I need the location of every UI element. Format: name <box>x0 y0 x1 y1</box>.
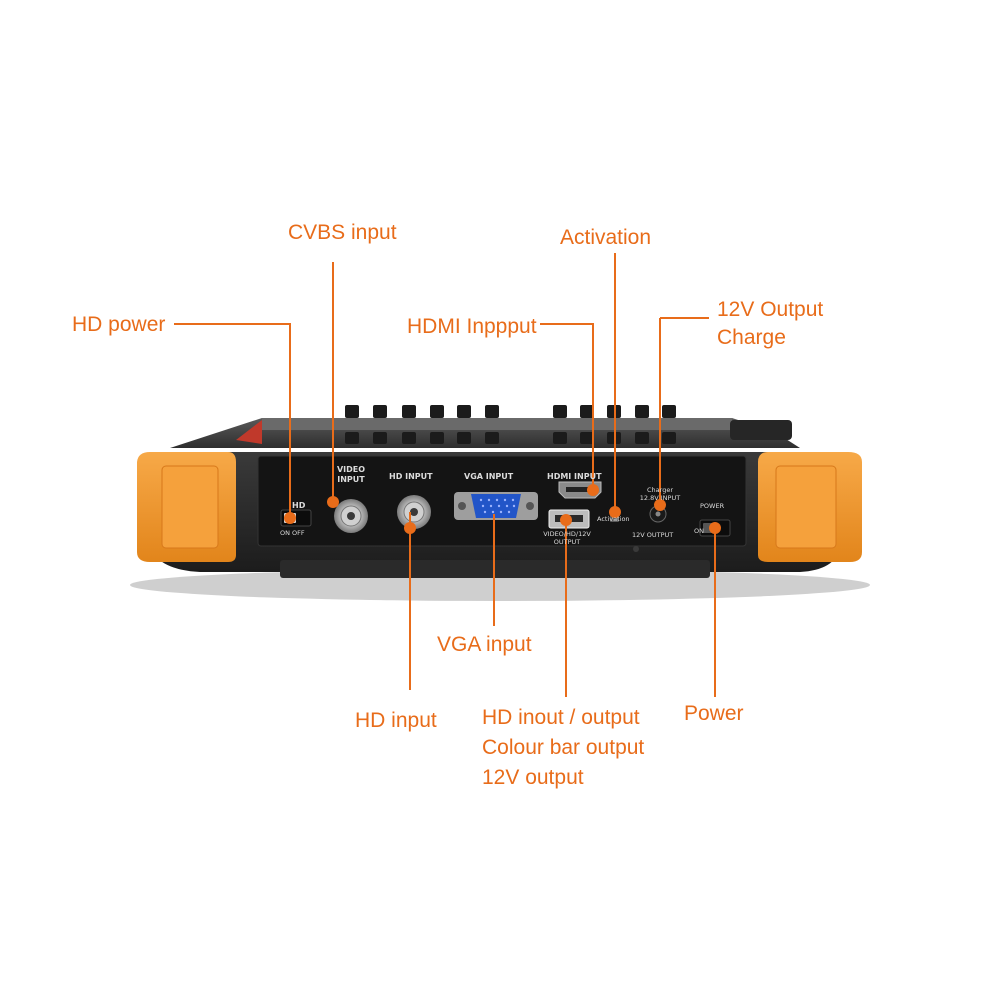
callout-hd-io-line1: HD inout / output <box>482 706 640 729</box>
callout-lines <box>174 253 716 697</box>
right-bumper <box>758 452 862 562</box>
callout-hd-io-line2: Colour bar output <box>482 736 645 759</box>
panel-label-charger-line2: 12.8V INPUT <box>639 493 681 502</box>
panel-label-vga-input: VGA INPUT <box>464 472 514 481</box>
hd-power-line <box>174 323 291 518</box>
callout-hd-power: HD power <box>72 313 166 336</box>
panel-label-on-off: ON OFF <box>280 529 305 537</box>
panel-label-power-on: ON <box>694 527 704 535</box>
hdmi-input-line <box>540 323 594 490</box>
hdmi-input-dot <box>587 484 599 496</box>
callout-dots <box>284 484 721 534</box>
callout-power: Power <box>684 702 744 725</box>
panel-label-video-input-line2: INPUT <box>337 475 365 484</box>
panel-label-charger: Charger 12.8V INPUT <box>632 487 688 501</box>
activation-dot <box>609 506 621 518</box>
panel-label-hdmi-input: HDMI INPUT <box>547 472 602 481</box>
callout-12v-output-line2: Charge <box>717 326 786 349</box>
indicator-led <box>633 546 639 552</box>
panel-label-12v-output: 12V OUTPUT <box>632 531 674 539</box>
output-12v-dot <box>654 499 666 511</box>
top-keys <box>345 405 792 444</box>
panel-label-charger-line1: Charger <box>647 486 673 494</box>
callout-vga-input: VGA input <box>437 633 532 656</box>
hd-power-dot <box>284 512 296 524</box>
vga-port <box>454 492 538 520</box>
callout-hd-input: HD input <box>355 709 437 732</box>
power-dot <box>709 522 721 534</box>
panel-label-hd: HD <box>292 501 306 510</box>
panel-label-video-input-line1: VIDEO <box>336 465 366 474</box>
callout-12v-output: 12V Output Charge <box>717 296 823 352</box>
callout-hdmi-input: HDMI Inppput <box>407 315 537 338</box>
hd-io-dot <box>560 514 572 526</box>
panel-label-video-input: VIDEO INPUT <box>333 466 369 484</box>
panel-label-video-out-line2: OUTPUT <box>553 537 581 546</box>
panel-label-power: POWER <box>700 502 725 510</box>
panel-label-video-out: VIDEO/HD/12V OUTPUT <box>521 531 613 545</box>
panel-label-activation: Activation <box>597 515 630 523</box>
left-bumper <box>137 452 236 562</box>
callout-activation: Activation <box>560 226 652 249</box>
hd-input-dot <box>404 522 416 534</box>
callout-hd-io-line3: 12V output <box>482 766 584 789</box>
panel-label-hd-input: HD INPUT <box>389 472 433 481</box>
cvbs-input-dot <box>327 496 339 508</box>
video-input-bnc-connector <box>334 499 368 533</box>
callout-cvbs-input: CVBS input <box>288 221 397 244</box>
callout-hd-io: HD inout / output Colour bar output 12V … <box>482 703 644 793</box>
callout-12v-output-line1: 12V Output <box>717 298 824 321</box>
panel-label-video-out-line1: VIDEO/HD/12V <box>543 530 591 538</box>
device-lid <box>170 418 800 448</box>
